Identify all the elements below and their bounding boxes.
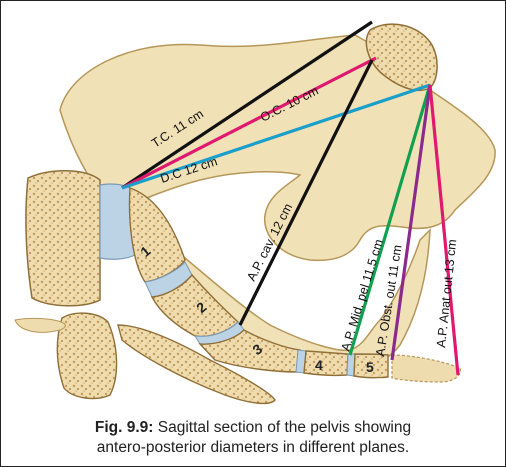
coccyx-segment-4 <box>304 351 348 375</box>
pubic-ramus-section-a <box>57 313 116 398</box>
lumbar-vertebra <box>26 171 100 306</box>
vertebra-number-5: 5 <box>366 359 374 375</box>
vertebra-number-4: 4 <box>315 357 323 373</box>
caption-line-1: Sagittal section of the pelvis showing <box>158 419 411 436</box>
caption-line-2: antero-posterior diameters in different … <box>0 438 506 458</box>
figure-caption: Fig. 9.9: Sagittal section of the pelvis… <box>0 418 506 458</box>
coccyx-tip <box>392 355 460 382</box>
ap-anat-label: A.P. Anat out 13 cm <box>434 239 459 349</box>
ischial-ramus-section <box>15 318 65 332</box>
caption-label: Fig. 9.9: <box>95 419 154 436</box>
sacral-segment-1 <box>130 188 185 282</box>
